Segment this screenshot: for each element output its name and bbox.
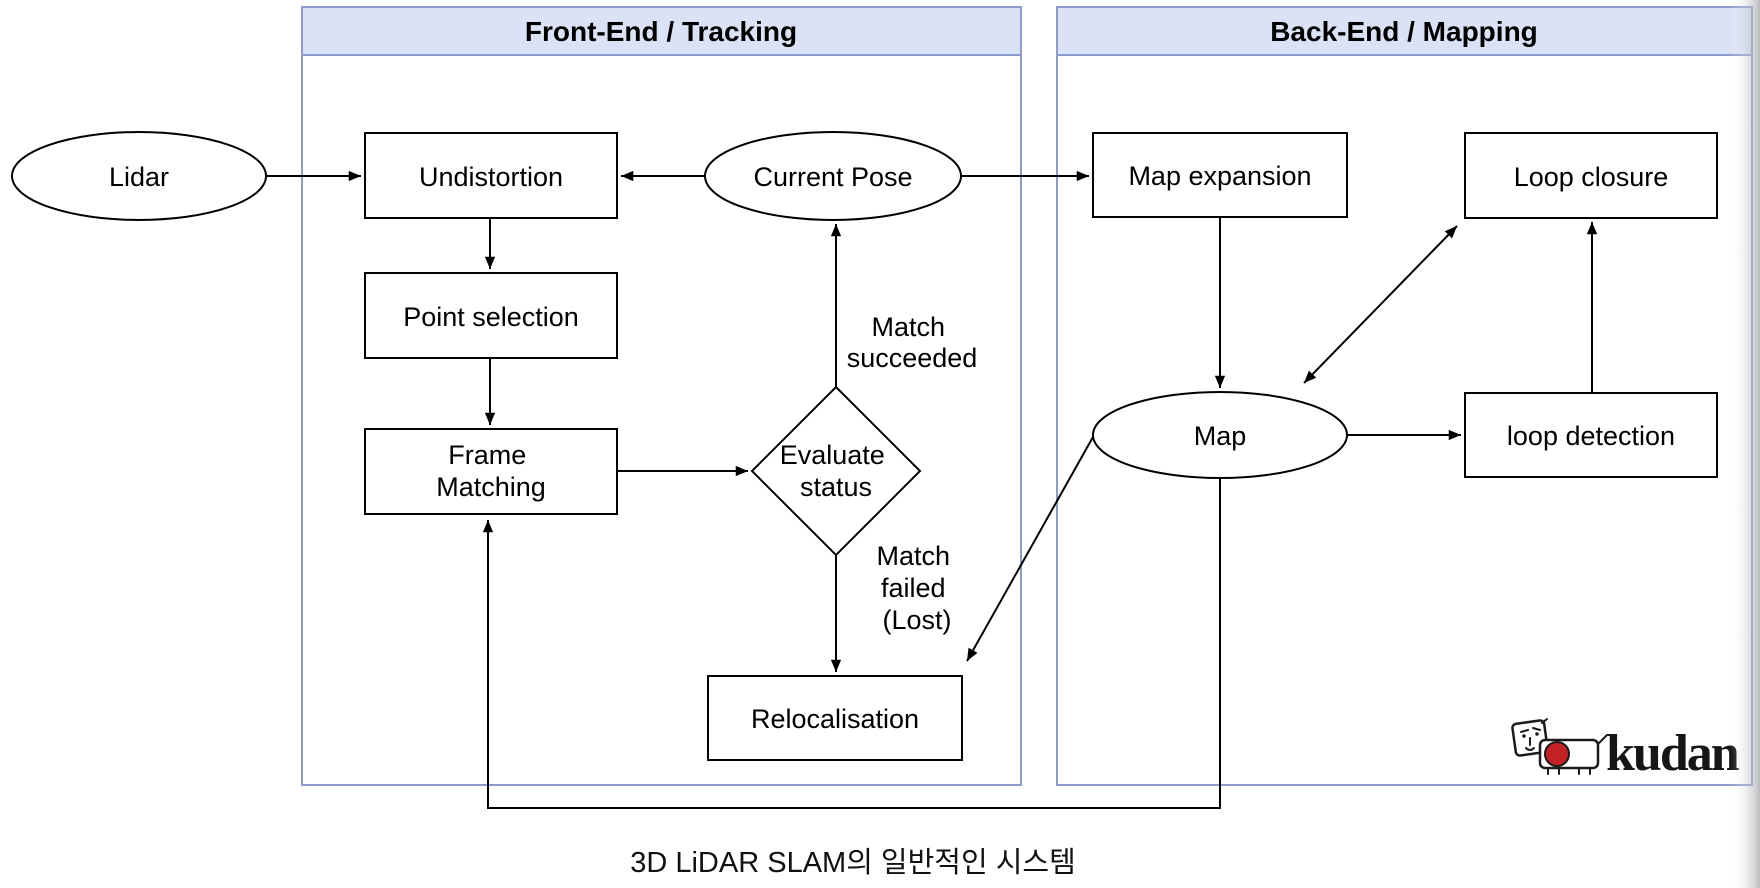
node-evaluate-status-shape [750,385,922,557]
back-end-title: Back-End / Mapping [1270,16,1538,47]
node-loop-detection: loop detection [1464,392,1718,478]
node-frame-matching-shape [364,428,618,515]
label-match-succeeded: Match succeeded [847,312,978,373]
front-end-title: Front-End / Tracking [525,16,797,47]
node-loop-closure: Loop closure [1464,132,1718,219]
node-relocalisation: Relocalisation [707,675,963,761]
label-match-failed: Match failed (Lost) [876,541,957,635]
mascot-tail [1597,734,1608,745]
node-lidar-shape [11,131,267,221]
node-current-pose: Current Pose [704,131,962,221]
edge-map-loop-closure-bidirectional [1303,225,1458,384]
node-lidar-label: Lidar [109,162,169,192]
node-current-pose-label: Current Pose [753,162,912,192]
kudan-logo: kudan [1511,718,1742,782]
mascot-red-dot [1544,741,1570,767]
node-relocalisation-shape [707,675,963,761]
edges [266,170,1598,809]
node-map-expansion-shape [1092,132,1348,218]
node-undistortion: Undistortion [364,132,618,219]
node-point-selection-label: Point selection [403,302,579,332]
kudan-wordmark: kudan [1606,725,1740,782]
mascot-brows [1520,727,1541,733]
mascot-legs [1547,768,1591,775]
node-loop-closure-label: Loop closure [1514,162,1669,192]
node-map-expansion-label: Map expansion [1128,161,1311,191]
node-undistortion-shape [364,132,618,219]
node-evaluate-status-label: Evaluate status [780,440,893,502]
caption: 3D LiDAR SLAM의 일반적인 시스템 [630,847,1076,879]
front-end-header [301,6,1022,56]
node-undistortion-label: Undistortion [419,162,563,192]
node-loop-closure-shape [1464,132,1718,219]
front-end-container: Front-End / Tracking [301,6,1022,786]
node-point-selection-shape [364,272,618,359]
edge-map-to-relocalisation [966,436,1094,662]
mascot-eye-left [1522,734,1526,738]
node-point-selection: Point selection [364,272,618,359]
front-end-body [301,6,1022,786]
node-lidar: Lidar [11,131,267,221]
node-frame-matching: Frame Matching [364,428,618,515]
node-evaluate-status: Evaluate status [750,385,922,557]
node-loop-detection-shape [1464,392,1718,478]
node-map-expansion: Map expansion [1092,132,1348,218]
node-map-label: Map [1194,421,1247,451]
kudan-mascot-icon [1511,718,1608,775]
node-map-shape [1092,391,1348,479]
node-relocalisation-label: Relocalisation [751,704,919,734]
node-current-pose-shape [704,131,962,221]
page-edge-shadow [1730,0,1760,888]
node-map: Map [1092,391,1348,479]
node-frame-matching-label: Frame Matching [436,440,546,502]
back-end-header [1056,6,1753,56]
mascot-mouth [1525,737,1535,751]
edge-map-to-frame-matching-feedback [482,478,1221,809]
node-loop-detection-label: loop detection [1507,421,1675,451]
mascot-ear [1541,718,1548,724]
mascot-eye-right [1535,732,1539,736]
